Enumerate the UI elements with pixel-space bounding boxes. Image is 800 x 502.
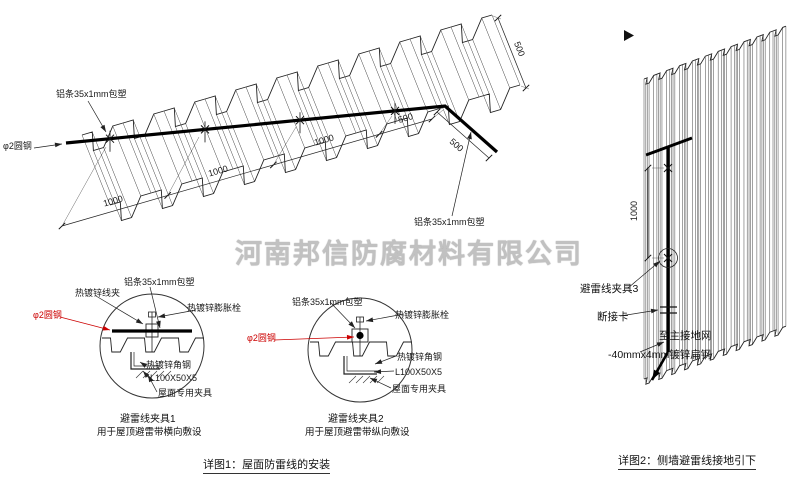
roof-round-steel-label: φ2圆钢 — [3, 141, 32, 151]
c1-subtitle: 用于屋顶避雷带横向敷设 — [97, 427, 202, 438]
roof-strip-right-label: 铝条35x1mm包塑 — [414, 217, 485, 227]
c1-strip-label: 铝条35x1mm包塑 — [124, 277, 195, 287]
wall-disconnect-label: 断接卡 — [597, 311, 629, 323]
c2-title: 避雷线夹具2 — [328, 414, 384, 425]
c1-angle-spec-label: L100X50X5 — [150, 373, 198, 383]
c2-angle-spec-label: L100X50X5 — [395, 367, 443, 377]
c1-angle-steel-label: 热镀锌角钢 — [146, 360, 192, 370]
wall-flat-steel-label: -40mmx4mm镀锌扁钢 — [608, 349, 712, 361]
c1-roof-clamp-label: 屋面专用夹具 — [158, 388, 213, 398]
detail2-caption: 详图2：侧墙避雷线接地引下 — [618, 452, 757, 470]
c1-round-steel-label: φ2圆钢 — [33, 310, 62, 320]
clamp-detail-1-drawing — [59, 286, 205, 399]
c1-title: 避雷线夹具1 — [120, 414, 176, 425]
c2-expansion-bolt-label: 热镀锌膨胀栓 — [395, 310, 450, 320]
c1-expansion-bolt-label: 热镀锌膨胀栓 — [187, 303, 242, 313]
company-watermark: 河南邦信防腐材料有限公司 — [235, 239, 583, 269]
detail1-caption: 详图1：屋面防雷线的安装 — [203, 456, 331, 474]
c2-strip-label: 铝条35x1mm包塑 — [292, 297, 363, 307]
c1-wire-clip-label: 热镀锌线夹 — [75, 288, 121, 298]
c2-round-steel-label: φ2圆钢 — [247, 333, 276, 343]
wall-dim-1000: 1000 — [629, 200, 640, 222]
wall-to-ground-label: 至主接地网 — [659, 330, 712, 342]
clamp-detail-2-drawing — [273, 297, 413, 403]
roof-isometric-drawing — [33, 14, 530, 230]
c2-angle-steel-label: 热镀锌角钢 — [397, 352, 443, 362]
wall-clamp3-label: 避雷线夹具3 — [580, 283, 639, 295]
c2-roof-clamp-label: 屋面专用夹具 — [392, 384, 447, 394]
c2-subtitle: 用于屋顶避雷带纵向敷设 — [305, 427, 410, 438]
roof-strip-top-label: 铝条35x1mm包塑 — [56, 89, 127, 99]
wall-downlead-drawing — [619, 25, 787, 385]
